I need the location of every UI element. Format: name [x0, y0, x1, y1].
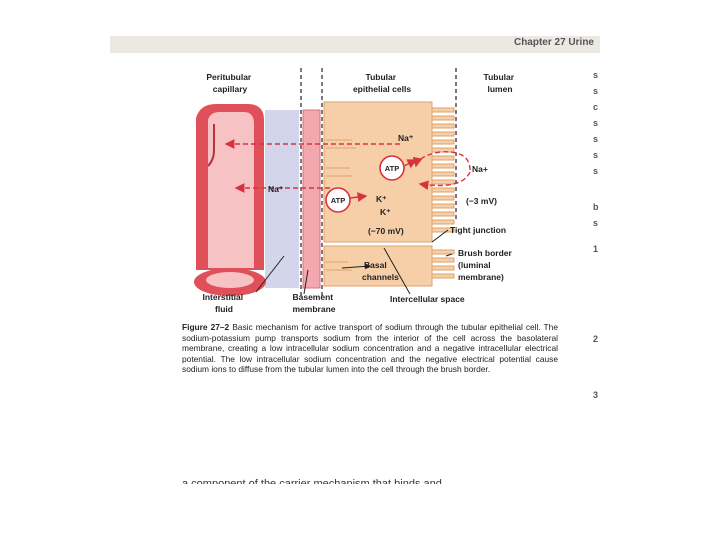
- atp-upper-label: ATP: [385, 164, 399, 173]
- figure-number: Figure 27–2: [182, 322, 230, 332]
- basement-label: Basement membrane: [292, 292, 335, 314]
- margin-glyph: s: [593, 86, 599, 96]
- lumen-potential-label: (−3 mV): [466, 196, 497, 206]
- chapter-title: Chapter 27 Urine: [513, 37, 594, 48]
- margin-glyph: s: [593, 118, 599, 128]
- k-label-1: K⁺: [376, 194, 387, 204]
- basal-channels-label: Basal channels: [362, 260, 399, 282]
- atp-lower-label: ATP: [331, 196, 345, 205]
- epithelial-cells: [323, 101, 455, 287]
- na-top-label: Na⁺: [398, 133, 414, 143]
- capillary-inner-wall: [207, 124, 215, 167]
- margin-glyph: s: [593, 150, 599, 160]
- interstitial-label: Interstitial fluid: [203, 292, 246, 314]
- interstitial-pointer: [255, 255, 285, 293]
- tight-junction-label: Tight junction: [450, 225, 506, 235]
- label-lumen: Tubular lumen: [484, 72, 517, 94]
- basement-pointer: [303, 269, 309, 295]
- body-text-fragment: a component of the carrier mechanism tha…: [182, 478, 442, 484]
- margin-glyph: s: [593, 166, 599, 176]
- margin-glyph: b: [593, 202, 599, 212]
- na-interstitial-label: Na⁺: [268, 184, 284, 194]
- intercellular-pointer: [383, 247, 411, 295]
- label-peritubular: Peritubular capillary: [206, 72, 253, 94]
- tight-junction-pointer: [431, 229, 449, 243]
- k-label-2: K⁺: [380, 207, 391, 217]
- label-epithelial: Tubular epithelial cells: [353, 72, 411, 94]
- margin-glyph: s: [593, 70, 599, 80]
- caption-text: Basic mechanism for active transport of …: [182, 322, 558, 374]
- margin-glyph: 1: [593, 244, 599, 254]
- margin-glyph: 2: [593, 334, 599, 344]
- na-lumen-lower: [418, 171, 471, 191]
- intercellular-label: Intercellular space: [390, 294, 465, 304]
- page-header: Chapter 27 Urine: [110, 36, 600, 53]
- basal-channels-pointer: [341, 263, 371, 270]
- interstitial-fluid-region: [265, 110, 299, 288]
- na-lumen-loop: [412, 151, 471, 171]
- margin-glyph: 3: [593, 390, 599, 400]
- na-lumen-label: Na+: [472, 164, 488, 174]
- margin-glyph: c: [593, 102, 599, 112]
- brush-border-pointer: [445, 253, 453, 257]
- margin-glyph: s: [593, 134, 599, 144]
- atp-pump-upper: [379, 155, 405, 181]
- brush-border-label: Brush border (luminal membrane): [458, 248, 514, 282]
- margin-glyph: s: [593, 218, 599, 228]
- capillary-lumen: [208, 112, 254, 268]
- figure-caption: Figure 27–2 Basic mechanism for active t…: [182, 322, 558, 375]
- cell-potential-label: (−70 mV): [368, 226, 404, 236]
- atp-pump-lower: [325, 187, 351, 213]
- basement-membrane: [302, 109, 321, 289]
